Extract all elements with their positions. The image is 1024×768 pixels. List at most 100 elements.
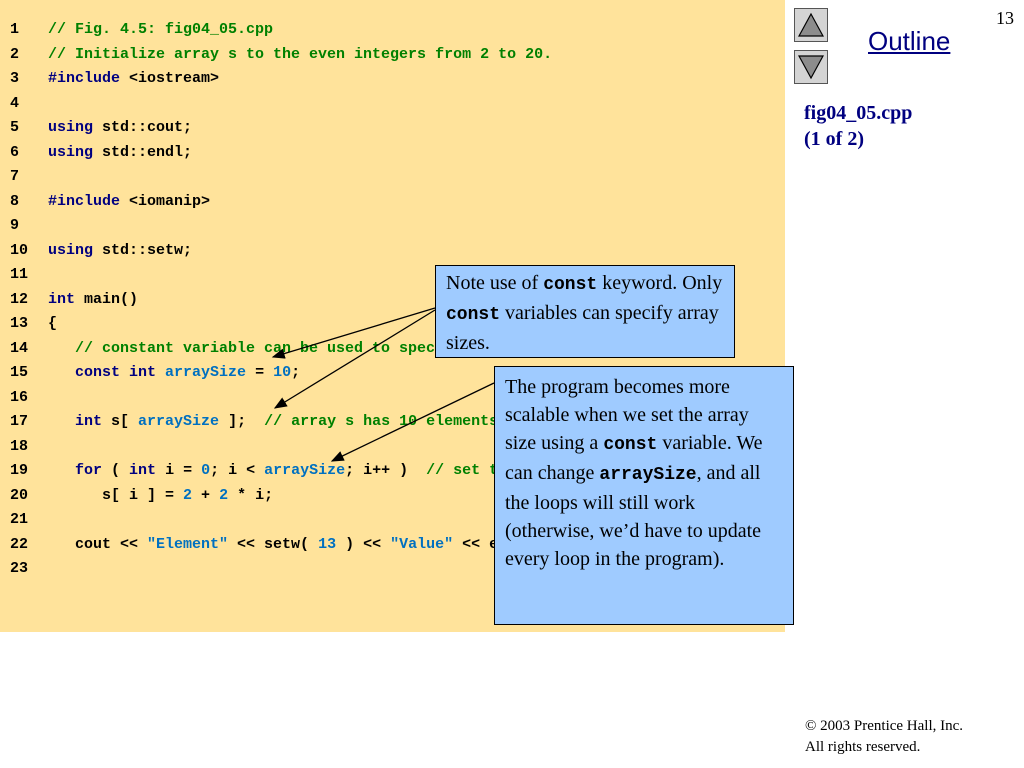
line-number: 5: [10, 119, 20, 136]
rights-text: All rights reserved.: [805, 739, 921, 755]
callout-text: variable. We can change: [505, 432, 763, 484]
code-text: #include <iostream>: [48, 67, 219, 91]
code-token: [156, 364, 165, 381]
triangle-up-icon: [798, 12, 824, 37]
outline-link[interactable]: Outline: [868, 26, 951, 56]
line-number: 17: [10, 413, 29, 430]
code-token: <iostream>: [120, 70, 220, 87]
code-token: {: [48, 315, 58, 332]
code-token: i =: [156, 462, 202, 479]
code-token: 10: [273, 364, 292, 381]
code-token: * i;: [228, 486, 274, 504]
file-title: fig04_05.cpp (1 of 2): [804, 100, 912, 152]
code-token: ;: [291, 364, 301, 381]
code-text: {: [48, 312, 57, 336]
code-token: #include: [48, 192, 121, 210]
code-token: [48, 413, 75, 430]
file-part: (1 of 2): [804, 128, 864, 150]
code-token: main(): [75, 290, 139, 308]
code-token: ];: [219, 413, 265, 430]
code-token: int: [48, 290, 76, 308]
line-number: 6: [10, 143, 20, 161]
code-token: using: [48, 241, 94, 259]
line-number: 20: [10, 486, 29, 504]
code-token: (: [102, 462, 130, 479]
line-number: 10: [10, 241, 29, 259]
code-token: arraySize: [138, 413, 220, 430]
code-token: #include: [48, 70, 121, 87]
line-number: 18: [10, 437, 29, 455]
code-token: << setw(: [228, 535, 319, 553]
next-slide-button[interactable]: [794, 50, 828, 84]
callout-text: Note use of: [446, 272, 544, 294]
code-token: using: [48, 119, 94, 136]
line-number: 23: [10, 560, 29, 577]
line-number: 3: [10, 70, 20, 87]
callout-text: The program becomes more scalable when w…: [505, 376, 749, 454]
copyright-symbol: ©: [805, 718, 817, 734]
callout-text: , and all the loops will still work (oth…: [505, 462, 762, 570]
code-token: s[: [102, 413, 139, 430]
line-number: 2: [10, 45, 20, 63]
code-token: int: [129, 462, 157, 479]
callout-code-term: const: [603, 435, 658, 455]
code-token: const int: [75, 364, 157, 381]
code-text: s[ i ] = 2 + 2 * i;: [48, 484, 273, 508]
code-text: cout << "Element" << setw( 13 ) << "Valu…: [48, 533, 534, 557]
callout-text: keyword. Only: [597, 272, 723, 294]
code-token: std::cout;: [93, 119, 193, 136]
code-text: // Fig. 4.5: fig04_05.cpp: [48, 18, 273, 42]
copyright-text: 2003 Prentice Hall, Inc.: [820, 718, 964, 734]
code-token: for: [75, 462, 103, 479]
code-token: "Value": [390, 535, 454, 553]
code-text: using std::setw;: [48, 239, 192, 263]
line-number: 22: [10, 535, 29, 553]
code-text: int main(): [48, 288, 138, 312]
code-token: std::setw;: [93, 241, 193, 259]
line-number: 8: [10, 192, 20, 210]
code-token: int: [75, 413, 103, 430]
copyright-footer: © 2003 Prentice Hall, Inc. All rights re…: [805, 716, 963, 758]
code-token: 0: [201, 462, 211, 479]
code-token: =: [246, 364, 274, 381]
line-number: 9: [10, 217, 20, 234]
code-token: std::endl;: [93, 143, 193, 161]
line-number: 15: [10, 364, 29, 381]
line-number: 12: [10, 290, 29, 308]
callout-text: variables can specify array sizes.: [446, 302, 719, 354]
line-number: 4: [10, 94, 20, 112]
code-token: "Element": [147, 535, 229, 553]
previous-slide-button[interactable]: [794, 8, 828, 42]
code-text: int s[ arraySize ]; // array s has 10 el…: [48, 410, 498, 434]
line-number: 19: [10, 462, 29, 479]
triangle-down-icon: [798, 55, 824, 80]
code-text: #include <iomanip>: [48, 190, 210, 214]
code-text: const int arraySize = 10;: [48, 361, 300, 385]
line-number: 1: [10, 21, 20, 38]
callout-scalability: The program becomes more scalable when w…: [494, 366, 794, 625]
callout-code-term: arraySize: [599, 465, 697, 485]
line-number: 16: [10, 388, 29, 406]
code-token: +: [192, 486, 220, 504]
code-token: // array s has 10 elements: [264, 413, 499, 430]
code-token: 2: [219, 486, 229, 504]
code-text: using std::endl;: [48, 141, 192, 165]
code-token: using: [48, 143, 94, 161]
code-token: s[ i ] =: [48, 486, 184, 504]
code-token: 13: [318, 535, 337, 553]
callout-const-keyword: Note use of const keyword. Only const va…: [435, 265, 735, 358]
code-text: using std::cout;: [48, 116, 192, 140]
code-token: ) <<: [336, 535, 391, 553]
file-name: fig04_05.cpp: [804, 102, 913, 124]
code-token: // Initialize array s to the even intege…: [48, 45, 553, 63]
code-token: // Fig. 4.5: fig04_05.cpp: [48, 21, 274, 38]
line-number: 7: [10, 168, 20, 185]
slide-number: 13: [996, 8, 1014, 28]
code-text: // Initialize array s to the even intege…: [48, 43, 552, 67]
line-number: 11: [10, 266, 29, 283]
code-token: ; i <: [210, 462, 265, 479]
line-number: 14: [10, 339, 29, 357]
line-number: 21: [10, 511, 29, 528]
code-token: arraySize: [264, 462, 346, 479]
callout-code-term: const: [543, 275, 598, 295]
